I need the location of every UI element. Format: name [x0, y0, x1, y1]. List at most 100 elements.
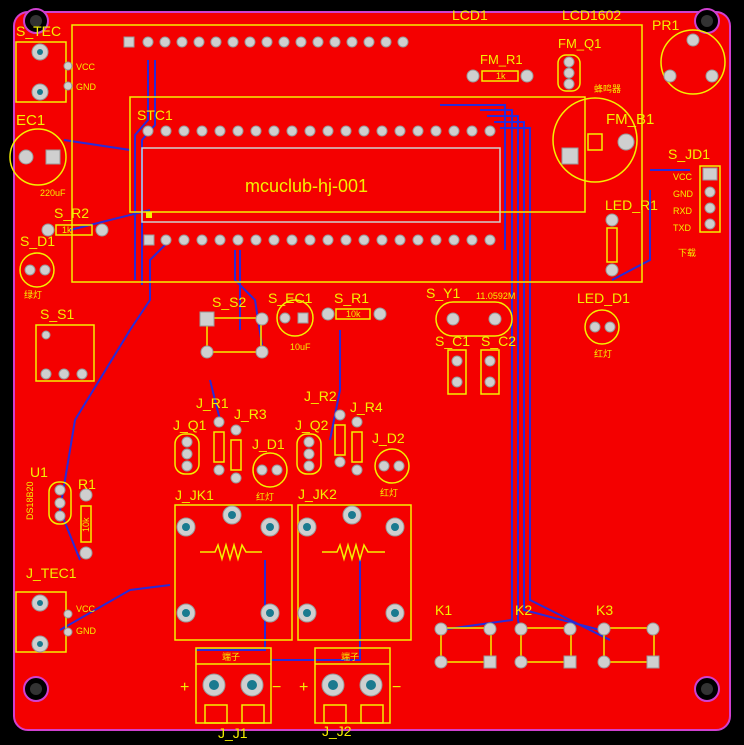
j-tec1-connector: [15, 591, 73, 653]
s-c2-label: S_C2: [481, 333, 516, 349]
s-ec1-value: 10uF: [290, 342, 311, 352]
jd-rxd-label: RXD: [673, 206, 693, 216]
s-tec-label: S_TEC: [16, 23, 61, 39]
s-c2-capacitor: [480, 349, 500, 395]
s-jd1-label: S_JD1: [668, 146, 710, 162]
jd-txd-label: TXD: [673, 223, 692, 233]
j-j1-terminal: [195, 647, 272, 724]
s-ec1-label: S_EC1: [268, 290, 313, 306]
s-y1-value: 11.0592M: [476, 291, 515, 301]
board-copper: [13, 11, 731, 731]
s-s1-label: S_S1: [40, 306, 74, 322]
jd-vcc-label: VCC: [673, 172, 693, 182]
board-title: mcuclub-hj-001: [245, 176, 368, 196]
lcd-header-pads: [123, 36, 409, 48]
red-led-label: 红灯: [594, 348, 612, 359]
fm-r1-resistor: [466, 69, 534, 83]
s-r2-label: S_R2: [54, 205, 89, 221]
j-relay2-driver: [296, 409, 410, 484]
vcc-label-1: VCC: [76, 62, 96, 72]
terminal2-minus: −: [392, 679, 401, 696]
k1-button: [434, 622, 497, 669]
k3-button: [597, 622, 660, 669]
ec1-capacitor: [9, 128, 67, 186]
terminal2-plus: +: [299, 679, 308, 696]
terminal1-label: 端子: [222, 651, 240, 662]
j-jk2-label: J_JK2: [298, 486, 337, 502]
s-r1-label: S_R1: [334, 290, 369, 306]
terminal1-plus: +: [180, 679, 189, 696]
k2-label: K2: [515, 602, 532, 618]
fm-b1-label: FM_B1: [606, 111, 654, 128]
j-jk2-relay: [297, 504, 412, 641]
j-relay1-driver: [174, 416, 288, 488]
lcd1-label: LCD1: [452, 7, 488, 23]
s-d1-led: [19, 252, 55, 288]
lcd1602-label: LCD1602: [562, 7, 621, 23]
pr1-sensor: [660, 29, 726, 95]
k1-label: K1: [435, 602, 452, 618]
fm-b1-buzzer: [552, 97, 638, 183]
gnd-label-2: GND: [76, 626, 97, 636]
j-j2-label: J_J2: [322, 723, 352, 739]
download-label: 下载: [678, 247, 696, 258]
terminal2-label: 端子: [341, 651, 359, 662]
fm-q1-transistor: [557, 54, 581, 92]
j-q2-label: J_Q2: [295, 417, 329, 433]
terminal1-minus: −: [272, 679, 281, 696]
led-r1-label: LED_R1: [605, 197, 658, 213]
s-ec1-capacitor: [276, 299, 314, 337]
u1-label: U1: [30, 464, 48, 480]
jd-gnd-label: GND: [673, 189, 694, 199]
j-r1-label: J_R1: [196, 395, 229, 411]
fm-q1-label: FM_Q1: [558, 36, 601, 51]
green-led-label: 绿灯: [24, 289, 42, 300]
stc1-outline: [129, 96, 586, 213]
s-s2-label: S_S2: [212, 294, 246, 310]
lcd1602-outline: [71, 24, 643, 283]
s-c1-label: S_C1: [435, 333, 470, 349]
mounting-holes: [23, 8, 720, 702]
u1-ds18b20: [48, 481, 72, 525]
j-d1-cn-label: 红灯: [256, 491, 274, 502]
u1-value: DS18B20: [25, 481, 35, 520]
s-r2-value: 1k: [62, 225, 72, 235]
stc1-label: STC1: [137, 107, 173, 123]
s-y1-crystal: [435, 301, 513, 337]
fm-r1-label: FM_R1: [480, 52, 523, 67]
j-j1-label: J_J1: [218, 725, 248, 741]
fm-r1-value: 1k: [496, 71, 506, 81]
j-r4-label: J_R4: [350, 399, 383, 415]
gnd-label-1: GND: [76, 82, 97, 92]
mcu-bottom-pads: [143, 234, 496, 246]
r1-label: R1: [78, 476, 96, 492]
j-j2-terminal: [314, 647, 391, 724]
s-r1-value: 10k: [346, 309, 361, 319]
pr1-label: PR1: [652, 17, 679, 33]
led-d1-label: LED_D1: [577, 290, 630, 306]
s-tec-connector: [15, 41, 73, 103]
s-jd1-header: [699, 165, 721, 233]
s-r2-resistor: [41, 223, 109, 237]
j-r2-label: J_R2: [304, 388, 337, 404]
s-d1-label: S_D1: [20, 233, 55, 249]
buzzer-label: 蜂鸣器: [594, 83, 621, 94]
ec1-value: 220uF: [40, 188, 66, 198]
j-d2-label: J_D2: [372, 430, 405, 446]
j-q1-label: J_Q1: [173, 417, 207, 433]
r1-resistor: [79, 488, 93, 560]
j-d2-cn-label: 红灯: [380, 487, 398, 498]
led-d1-led: [584, 309, 620, 345]
s-s2-switch: [199, 311, 269, 359]
j-tec1-label: J_TEC1: [26, 565, 77, 581]
ec1-label: EC1: [16, 112, 45, 129]
k2-button: [514, 622, 577, 669]
mcu-body: [141, 147, 501, 223]
s-r1-resistor: [321, 307, 387, 321]
s-s1-switch: [35, 324, 95, 382]
led-r1-resistor: [605, 213, 619, 277]
r1-value: 10k: [81, 517, 91, 532]
j-jk1-label: J_JK1: [175, 487, 214, 503]
